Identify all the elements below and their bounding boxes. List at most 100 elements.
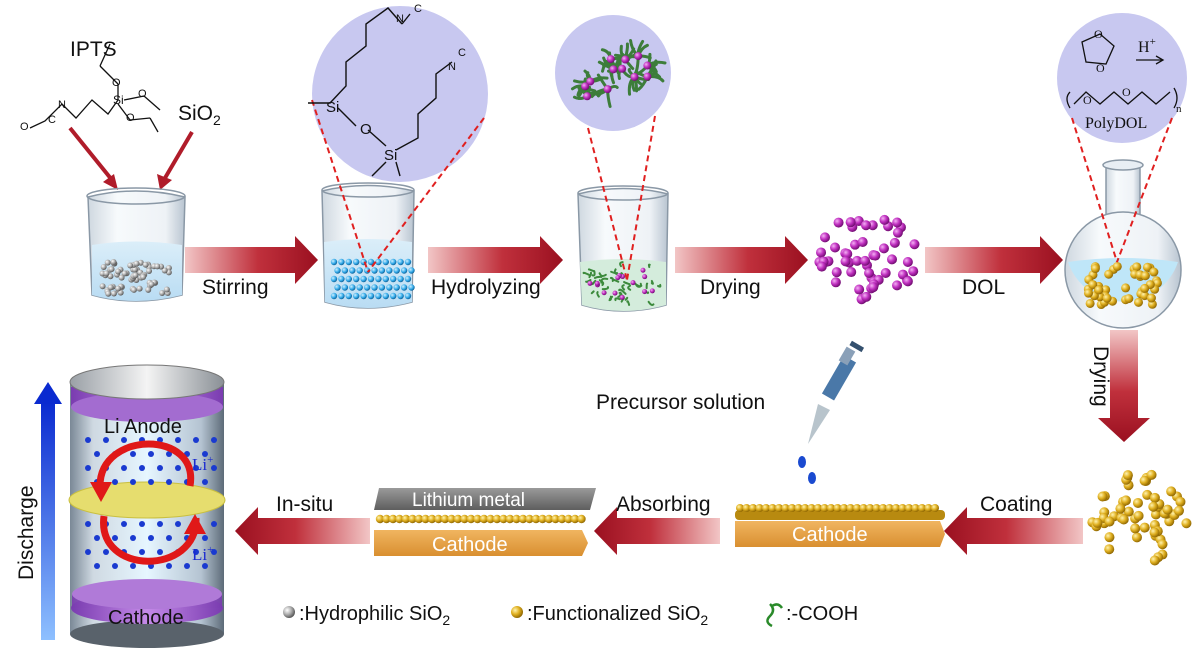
li-ion-dot: [202, 563, 208, 569]
blue-sio2-particle: [382, 258, 389, 266]
coating-particle: [924, 504, 933, 512]
purple-particle: [902, 256, 913, 267]
polymer-chain: [624, 296, 629, 301]
polymer-node: [606, 55, 615, 64]
beaker-2: [321, 182, 415, 309]
legend-hydrophilic-label: :Hydrophilic SiO2: [299, 603, 450, 628]
molecule-c-1: C: [48, 114, 56, 126]
functionalized-sio2-particle: [1104, 544, 1115, 555]
polymer-chain: [621, 284, 626, 291]
coating-particle: [427, 514, 437, 524]
polymer-node: [618, 64, 627, 73]
blue-sio2-particle: [404, 275, 412, 283]
coating-particle: [755, 504, 764, 512]
functionalized-sio2-in-flask: [1083, 261, 1162, 310]
functionalized-sio2-particle: [1146, 293, 1156, 303]
blue-sio2-particle: [349, 284, 356, 291]
step-dol-label: DOL: [962, 276, 1005, 299]
arrow-in-situ: [235, 507, 370, 555]
functionalized-sio2-particle: [1104, 516, 1115, 527]
hydrophilic-sio2-particle: [107, 284, 114, 291]
polymer-node: [586, 77, 595, 86]
li-ion-dot: [103, 549, 109, 555]
blue-sio2-particle: [375, 258, 382, 266]
blue-sio2-particle: [400, 267, 408, 274]
hydrophilic-sio2-particle: [121, 270, 128, 277]
li-ion-dot: [157, 465, 163, 471]
blue-sio2-particle: [367, 258, 375, 266]
coating-particle: [840, 504, 848, 512]
blue-sio2-particle: [338, 258, 345, 266]
coating-particle: [807, 504, 816, 512]
coating-particle: [742, 504, 751, 512]
purple-particle: [868, 282, 879, 293]
li-ion-dot: [85, 549, 91, 555]
functionalized-sio2-particle: [1132, 262, 1142, 272]
blue-sio2-particle: [338, 275, 345, 283]
coating-particle: [872, 504, 881, 512]
legend: :Hydrophilic SiO2 :Functionalized SiO2 :…: [283, 603, 858, 628]
dol-o-1: O: [1094, 27, 1103, 41]
coating-particle: [827, 504, 835, 512]
li-ion-dot: [130, 451, 136, 457]
li-ion-dot: [148, 479, 154, 485]
coating-particle: [911, 504, 920, 512]
polymer-chain: [609, 276, 614, 280]
functionalized-sio2-particle: [1121, 283, 1131, 293]
coated-cathode-label: Cathode: [792, 524, 868, 546]
li-ion-dot: [112, 535, 118, 541]
step-stirring-label: Stirring: [202, 276, 269, 299]
polymer-chain: [614, 297, 621, 302]
polymer-node: [640, 267, 646, 273]
polymer-network-in-beaker: [582, 261, 662, 306]
hydrophilic-sio2-particle: [145, 286, 152, 293]
purple-particle: [892, 227, 903, 238]
polymer-chain: [623, 280, 631, 286]
arrow-drying-1: [675, 236, 808, 284]
li-ion-dot: [157, 521, 163, 527]
li-ion-dot: [193, 549, 199, 555]
coating-particle: [859, 504, 868, 512]
molecule-o-3: O: [138, 88, 147, 100]
hydrophilic-sio2-particle: [105, 290, 112, 297]
blue-sio2-particle: [330, 292, 338, 300]
sio2-label: SiO2: [178, 102, 221, 128]
hydrophilic-sio2-particle: [140, 274, 147, 281]
hydrophilic-sio2-particle: [115, 268, 122, 275]
legend-cooh-label: :-COOH: [786, 603, 858, 625]
purple-particle: [892, 217, 903, 228]
blue-sio2-particle: [341, 284, 349, 291]
blue-sio2-particle: [345, 292, 352, 300]
blue-sio2-particle: [356, 267, 363, 274]
functionalized-sio2-particle: [1139, 522, 1150, 533]
li-ion-dot: [85, 465, 91, 471]
purple-particle: [909, 239, 920, 250]
polymer-node: [649, 288, 655, 294]
li-ion-dot: [166, 535, 172, 541]
blue-sio2-particles: [330, 258, 415, 300]
li-ion-label-top: Li+: [192, 454, 213, 474]
purple-particle: [860, 255, 871, 266]
molecule-o-2: O: [112, 77, 121, 89]
blue-sio2-particle: [353, 292, 360, 300]
coating-particle: [879, 504, 887, 512]
coating-particle: [885, 504, 894, 512]
hydrophilic-sio2-particle: [161, 267, 168, 274]
step-absorbing-label: Absorbing: [616, 493, 711, 516]
functionalized-sio2-particle: [1149, 555, 1160, 566]
coating-layer: [736, 504, 939, 512]
blue-sio2-particle: [360, 275, 367, 283]
coating-particle: [434, 514, 443, 524]
li-ion-dot: [85, 521, 91, 527]
coating-particle: [892, 504, 900, 512]
li-ion-dot: [211, 549, 217, 555]
functionalized-sio2-particle: [1146, 469, 1157, 480]
coating-particle: [401, 514, 411, 524]
step-hydrolyzing-label: Hydrolyzing: [431, 276, 541, 299]
hydrophilic-sio2-particle: [103, 270, 110, 277]
precursor-solution-label: Precursor solution: [596, 391, 765, 414]
zoom-si-2: Si: [384, 147, 397, 164]
coating-particle: [453, 514, 463, 524]
purple-particle: [845, 217, 856, 228]
polymer-chain: [627, 284, 632, 291]
